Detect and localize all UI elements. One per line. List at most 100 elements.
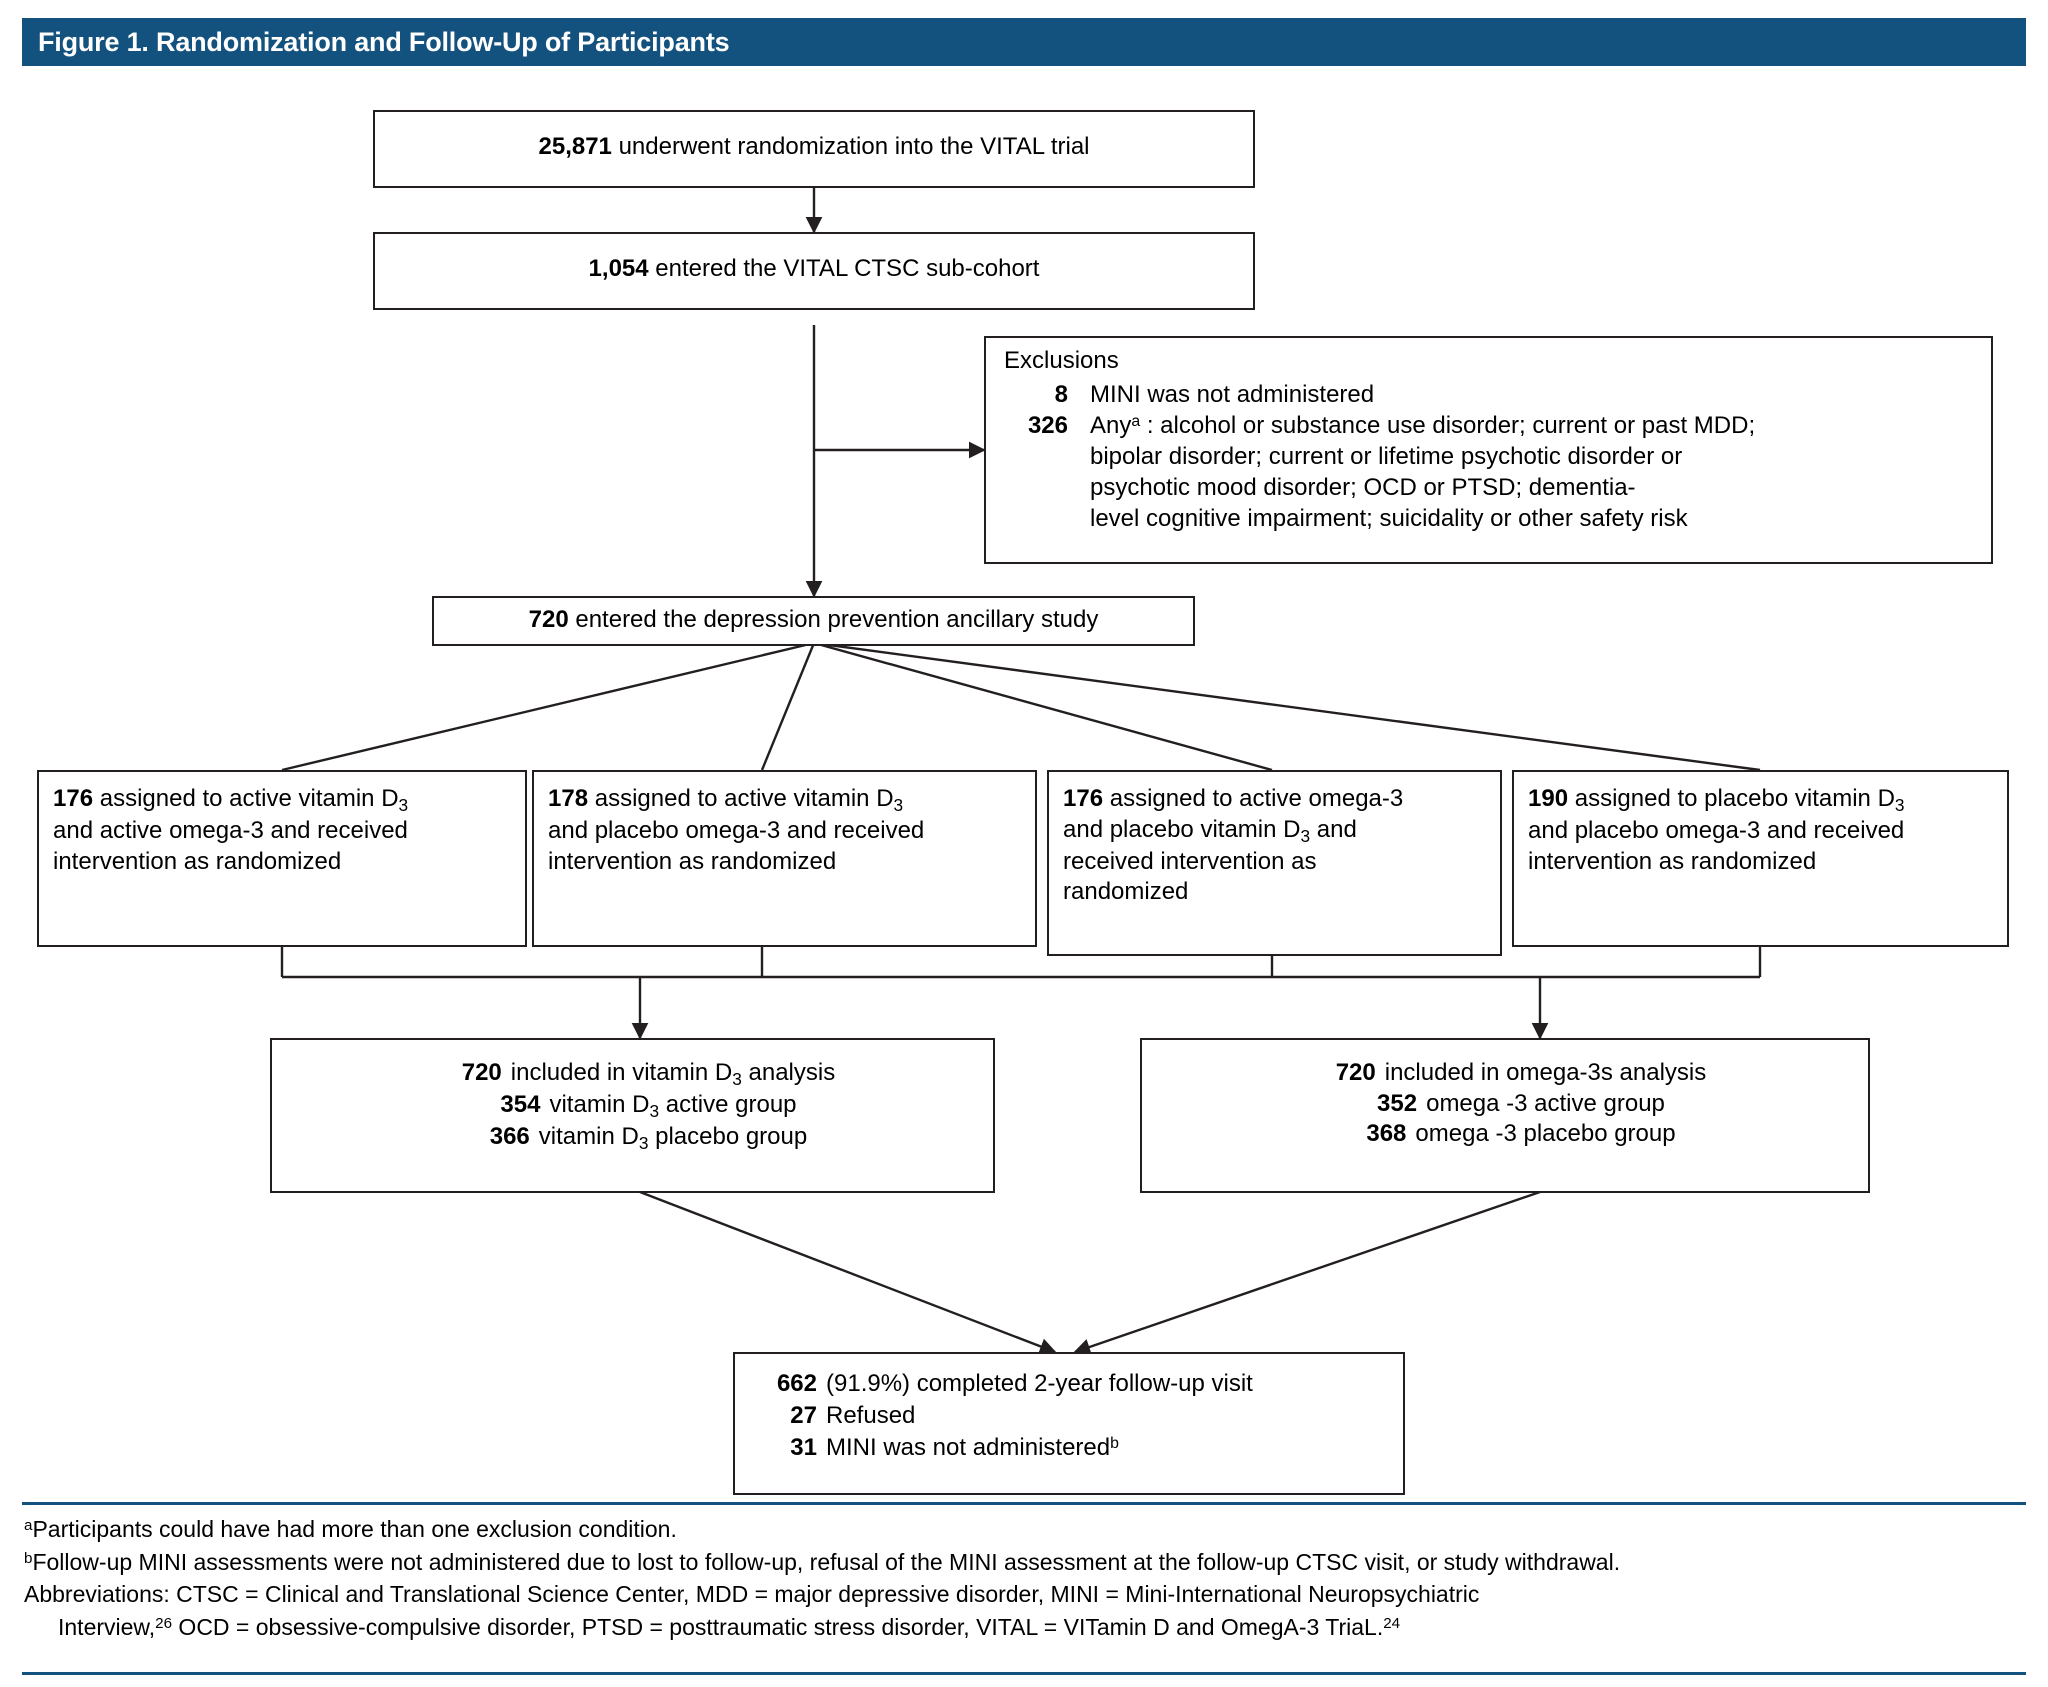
vitd-label-placebo: vitamin D3 placebo group <box>530 1122 807 1154</box>
arm1-line3: intervention as randomized <box>53 847 342 875</box>
vitd-label-placebo-pre: vitamin D <box>538 1122 639 1150</box>
arm3-line1: assigned to active omega-3 <box>1103 785 1404 812</box>
footnote-ref-26: 26 <box>155 1615 173 1633</box>
omega-stat-row-3: 368 omega -3 placebo group <box>1142 1119 1868 1150</box>
footnote-divider-top <box>22 1502 2026 1505</box>
footnote-ref-24: 24 <box>1383 1615 1401 1633</box>
arm2-subscript: 3 <box>893 794 904 815</box>
vitd-label-total-post: analysis <box>741 1059 836 1086</box>
footnote-a: aParticipants could have had more than o… <box>24 1513 2034 1546</box>
omega-count-active: 352 <box>1377 1089 1418 1117</box>
followup-label-completed: (91.9%) completed 2-year follow-up visit <box>826 1370 1253 1397</box>
arm1-subscript: 3 <box>398 794 409 815</box>
node-followup: 662 (91.9%) completed 2-year follow-up v… <box>733 1352 1405 1495</box>
figure-title-bar: Figure 1. Randomization and Follow-Up of… <box>22 18 2026 66</box>
omega-count-total: 720 <box>1335 1059 1376 1086</box>
followup-count-mini: 31 <box>790 1433 817 1461</box>
vitd-label-active-sub: 3 <box>649 1100 660 1121</box>
exclusion-label-any: Anya : alcohol or substance use disorder… <box>1068 410 1991 441</box>
vitd-count-active: 354 <box>500 1090 541 1118</box>
node-arm-active-d3-placebo-omega3: 178 assigned to active vitamin D3 and pl… <box>532 770 1037 947</box>
node-exclusions: Exclusions 8 MINI was not administered 3… <box>984 336 1993 564</box>
followup-row-completed: 662 (91.9%) completed 2-year follow-up v… <box>765 1368 1403 1400</box>
node-analysis-vitamin-d3: 720 included in vitamin D3 analysis 354 … <box>270 1038 995 1193</box>
exclusion-any-tail: : alcohol or substance use disorder; cur… <box>1140 411 1756 439</box>
vitd-label-active-post: active group <box>659 1090 797 1118</box>
arm2-line2: and placebo omega-3 and received <box>548 816 925 844</box>
footnotes-block: aParticipants could have had more than o… <box>24 1513 2034 1644</box>
footnote-a-text: Participants could have had more than on… <box>32 1516 677 1542</box>
footnote-b-text: Follow-up MINI assessments were not admi… <box>32 1548 1621 1575</box>
exclusion-row-any: 326 Anya : alcohol or substance use diso… <box>986 410 1991 441</box>
vitd-label-total-pre: included in vitamin D <box>510 1059 733 1086</box>
node-randomization: 25,871 underwent randomization into the … <box>373 110 1255 188</box>
arm3-line5: randomized <box>1063 878 1189 906</box>
ancillary-text: entered the depression prevention ancill… <box>568 606 1099 633</box>
footnote-b: bFollow-up MINI assessments were not adm… <box>24 1546 2034 1579</box>
followup-label-mini-text: MINI was not administered <box>826 1433 1111 1461</box>
footnote-b-marker: b <box>24 1549 33 1567</box>
arm4-line3: intervention as randomized <box>1528 847 1817 875</box>
footnote-a-marker: a <box>24 1517 33 1535</box>
vitd-stat-row-2: 354 vitamin D3 active group <box>272 1090 993 1122</box>
randomization-count: 25,871 <box>538 133 612 160</box>
vitd-label-total-sub: 3 <box>732 1068 742 1089</box>
footnote-divider-bottom <box>22 1672 2026 1675</box>
vitd-label-active-pre: vitamin D <box>549 1090 650 1118</box>
arm3-subscript: 3 <box>1300 825 1311 846</box>
vitd-count-total: 720 <box>461 1059 502 1086</box>
vitd-label-placebo-post: placebo group <box>648 1122 808 1150</box>
node-ancillary-study: 720 entered the depression prevention an… <box>432 596 1195 646</box>
footnote-abbreviations-line2: Interview,26 OCD = obsessive-compulsive … <box>24 1611 2034 1644</box>
vitd-label-active: vitamin D3 active group <box>540 1090 796 1122</box>
exclusion-count-mini: 8 <box>1054 380 1068 408</box>
vitd-count-placebo: 366 <box>489 1122 530 1150</box>
exclusion-any-footnote-marker: a <box>1131 412 1141 430</box>
arm2-line3: intervention as randomized <box>548 847 837 875</box>
exclusion-count-any: 326 <box>1027 411 1068 439</box>
followup-label-refused: Refused <box>826 1401 916 1429</box>
exclusion-continuation-3: level cognitive impairment; suicidality … <box>1090 505 1688 533</box>
node-subcohort: 1,054 entered the VITAL CTSC sub-cohort <box>373 232 1255 310</box>
footnote-abbrev2-pre: Interview, <box>58 1613 156 1640</box>
node-arm-active-omega3-placebo-d3: 176 assigned to active omega-3 and place… <box>1047 770 1502 956</box>
omega-label-active: omega -3 active group <box>1426 1089 1665 1117</box>
subcohort-count: 1,054 <box>588 255 649 282</box>
arm1-line2: and active omega-3 and received <box>53 816 408 844</box>
omega-stat-row-1: 720 included in omega-3s analysis <box>1142 1058 1868 1089</box>
arm1-count: 176 <box>53 785 94 812</box>
arm4-line1: assigned to placebo vitamin D <box>1568 785 1895 812</box>
omega-label-placebo: omega -3 placebo group <box>1415 1120 1676 1148</box>
arm4-subscript: 3 <box>1894 794 1905 815</box>
exclusion-any-word: Any <box>1090 411 1132 439</box>
omega-count-placebo: 368 <box>1366 1120 1407 1148</box>
arm3-line3: and <box>1310 815 1357 843</box>
vitd-stat-row-3: 366 vitamin D3 placebo group <box>272 1122 993 1154</box>
figure-title: Figure 1. Randomization and Follow-Up of… <box>38 26 730 57</box>
followup-count-completed: 662 <box>776 1370 817 1397</box>
arm2-count: 178 <box>548 785 589 812</box>
arm3-line4: received intervention as <box>1063 847 1317 875</box>
node-arm-placebo-d3-placebo-omega3: 190 assigned to placebo vitamin D3 and p… <box>1512 770 2009 947</box>
exclusion-label-mini: MINI was not administered <box>1090 380 1375 408</box>
arm4-count: 190 <box>1528 785 1569 812</box>
vitd-label-placebo-sub: 3 <box>638 1132 649 1153</box>
vitd-stat-row-1: 720 included in vitamin D3 analysis <box>272 1058 993 1090</box>
arm2-line1: assigned to active vitamin D <box>588 785 894 812</box>
exclusion-continuation-1: bipolar disorder; current or lifetime ps… <box>1090 443 1683 471</box>
arm4-line2: and placebo omega-3 and received <box>1528 816 1905 844</box>
vitd-label-total: included in vitamin D3 analysis <box>502 1058 835 1090</box>
arm3-line2: and placebo vitamin D <box>1063 815 1301 843</box>
node-arm-active-d3-active-omega3: 176 assigned to active vitamin D3 and ac… <box>37 770 527 947</box>
followup-label-mini: MINI was not administeredb <box>817 1432 1119 1464</box>
footnote-abbrev2-mid: OCD = obsessive-compulsive disorder, PTS… <box>172 1613 1384 1640</box>
subcohort-text: entered the VITAL CTSC sub-cohort <box>648 255 1040 282</box>
ancillary-count: 720 <box>528 606 569 633</box>
exclusion-row-mini: 8 MINI was not administered <box>986 379 1991 410</box>
followup-row-mini: 31 MINI was not administeredb <box>765 1432 1403 1464</box>
arm3-count: 176 <box>1063 785 1104 812</box>
omega-label-total: included in omega-3s analysis <box>1384 1059 1707 1086</box>
exclusions-heading: Exclusions <box>1004 347 1119 374</box>
followup-count-refused: 27 <box>790 1401 817 1429</box>
